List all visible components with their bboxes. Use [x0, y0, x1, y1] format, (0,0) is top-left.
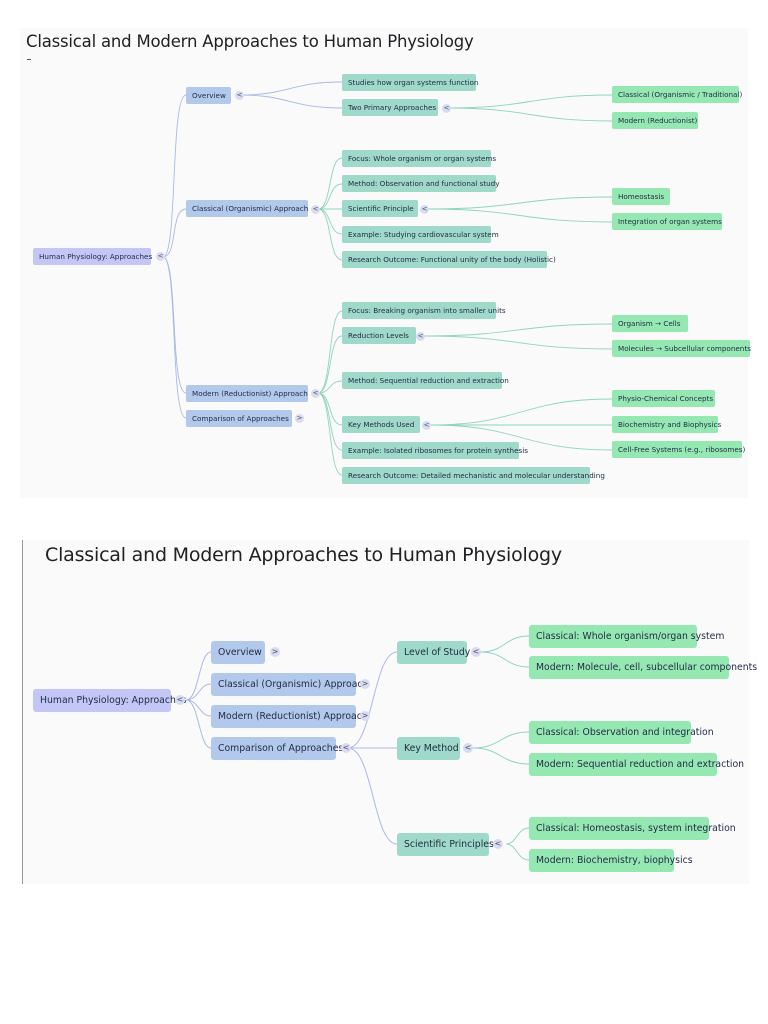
node-method-modern[interactable]: Modern: Sequential reduction and extract…: [529, 753, 744, 776]
root-node[interactable]: Human Physiology: Approaches: [33, 248, 152, 265]
expand-toggle-modern[interactable]: >: [360, 711, 370, 721]
collapse-toggle-comparison[interactable]: <: [341, 743, 351, 753]
collapse-toggle-classical[interactable]: <: [311, 205, 320, 214]
node-two-primary-approaches[interactable]: Two Primary Approaches: [342, 99, 438, 116]
collapse-toggle-level-of-study[interactable]: <: [471, 647, 481, 657]
node-studies-organ-systems[interactable]: Studies how organ systems function: [342, 74, 478, 91]
collapse-toggle-root[interactable]: <: [156, 252, 165, 261]
collapse-toggle-reduction-levels[interactable]: <: [416, 332, 425, 341]
mindmap-connectors: [162, 81, 613, 476]
node-homeostasis[interactable]: Homeostasis: [612, 188, 670, 205]
mindmap-title: Classical and Modern Approaches to Human…: [26, 32, 474, 51]
node-physio-chemical[interactable]: Physio-Chemical Concepts: [612, 390, 715, 407]
collapse-toggle-root[interactable]: <: [175, 695, 185, 705]
branch-modern-approach[interactable]: Modern (Reductionist) Approach: [186, 385, 308, 402]
root-node[interactable]: Human Physiology: Approaches: [33, 689, 186, 712]
branch-overview[interactable]: Overview: [186, 87, 231, 104]
node-modern-focus[interactable]: Focus: Breaking organism into smaller un…: [342, 302, 506, 319]
node-organism-cells[interactable]: Organism → Cells: [612, 315, 688, 332]
title-underline-fragment: [27, 59, 31, 60]
mindmap-connectors: [185, 635, 530, 861]
node-classical-outcome[interactable]: Research Outcome: Functional unity of th…: [342, 251, 556, 268]
node-biochemistry-biophysics[interactable]: Biochemistry and Biophysics: [612, 416, 721, 433]
node-classical-method[interactable]: Method: Observation and functional study: [342, 175, 500, 192]
branch-overview[interactable]: Overview: [211, 641, 265, 664]
node-cell-free-systems[interactable]: Cell-Free Systems (e.g., ribosomes): [612, 441, 745, 458]
expand-toggle-overview[interactable]: >: [270, 647, 280, 657]
node-scientific-principle[interactable]: Scientific Principle: [342, 200, 418, 217]
node-modern-method[interactable]: Method: Sequential reduction and extract…: [342, 372, 509, 389]
branch-classical-approach[interactable]: Classical (Organismic) Approach: [211, 673, 368, 696]
node-level-classical[interactable]: Classical: Whole organism/organ system: [529, 625, 724, 648]
collapse-toggle-scientific-principles[interactable]: <: [493, 839, 503, 849]
node-key-methods-used[interactable]: Key Methods Used: [342, 416, 420, 433]
node-method-classical[interactable]: Classical: Observation and integration: [529, 721, 714, 744]
node-classical-organismic[interactable]: Classical (Organismic / Traditional): [612, 86, 742, 103]
expand-toggle-classical[interactable]: >: [360, 679, 370, 689]
node-level-modern[interactable]: Modern: Molecule, cell, subcellular comp…: [529, 656, 757, 679]
node-level-of-study[interactable]: Level of Study: [397, 641, 470, 664]
node-principles-modern[interactable]: Modern: Biochemistry, biophysics: [529, 849, 693, 872]
expand-toggle-comparison[interactable]: >: [295, 414, 304, 423]
node-principles-classical[interactable]: Classical: Homeostasis, system integrati…: [529, 817, 736, 840]
mindmap-title: Classical and Modern Approaches to Human…: [45, 544, 562, 566]
collapse-toggle-modern[interactable]: <: [311, 389, 320, 398]
mindmap-panel-expanded: Classical and Modern Approaches to Human…: [20, 28, 751, 498]
node-modern-reductionist[interactable]: Modern (Reductionist): [612, 112, 698, 129]
collapse-toggle-overview[interactable]: <: [235, 91, 244, 100]
branch-comparison[interactable]: Comparison of Approaches: [186, 410, 292, 427]
node-modern-outcome[interactable]: Research Outcome: Detailed mechanistic a…: [342, 467, 605, 484]
collapse-toggle-scientific-principle[interactable]: <: [420, 205, 429, 214]
node-reduction-levels[interactable]: Reduction Levels: [342, 327, 416, 344]
node-key-method[interactable]: Key Method: [397, 737, 460, 760]
branch-modern-approach[interactable]: Modern (Reductionist) Approach: [211, 705, 368, 728]
branch-comparison[interactable]: Comparison of Approaches: [211, 737, 343, 760]
mindmap-panel-comparison: Classical and Modern Approaches to Human…: [22, 540, 757, 884]
node-modern-example[interactable]: Example: Isolated ribosomes for protein …: [342, 442, 528, 459]
collapse-toggle-key-methods[interactable]: <: [422, 421, 431, 430]
node-classical-example[interactable]: Example: Studying cardiovascular system: [342, 226, 499, 243]
node-integration-organ-systems[interactable]: Integration of organ systems: [612, 213, 722, 230]
node-classical-focus[interactable]: Focus: Whole organism or organ systems: [342, 150, 496, 167]
collapse-toggle-two-approaches[interactable]: <: [442, 104, 451, 113]
node-scientific-principles[interactable]: Scientific Principles: [397, 833, 494, 856]
branch-classical-approach[interactable]: Classical (Organismic) Approach: [186, 200, 308, 217]
collapse-toggle-key-method[interactable]: <: [463, 743, 473, 753]
node-molecules-subcellular[interactable]: Molecules → Subcellular components: [612, 340, 751, 357]
